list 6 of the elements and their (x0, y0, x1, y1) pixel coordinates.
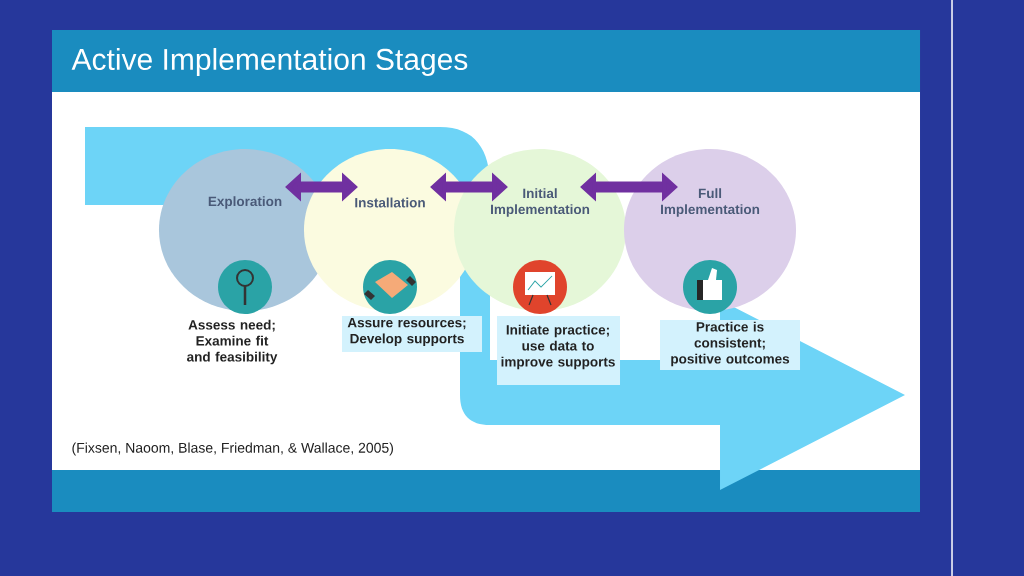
stage-description: Practice is consistent; positive outcomes (671, 321, 790, 367)
stage-description: Initiate practice; use data to improve supports (501, 324, 615, 370)
title-band: Active Implementation Stages (52, 30, 920, 92)
citation-text: (Fixsen, Naoom, Blase, Friedman, & Wallace, 2005) (72, 442, 393, 456)
stage-description: Assess need; Examine fit and feasibility (187, 319, 278, 365)
stage-description: Assure resources; Develop supports (347, 317, 466, 347)
